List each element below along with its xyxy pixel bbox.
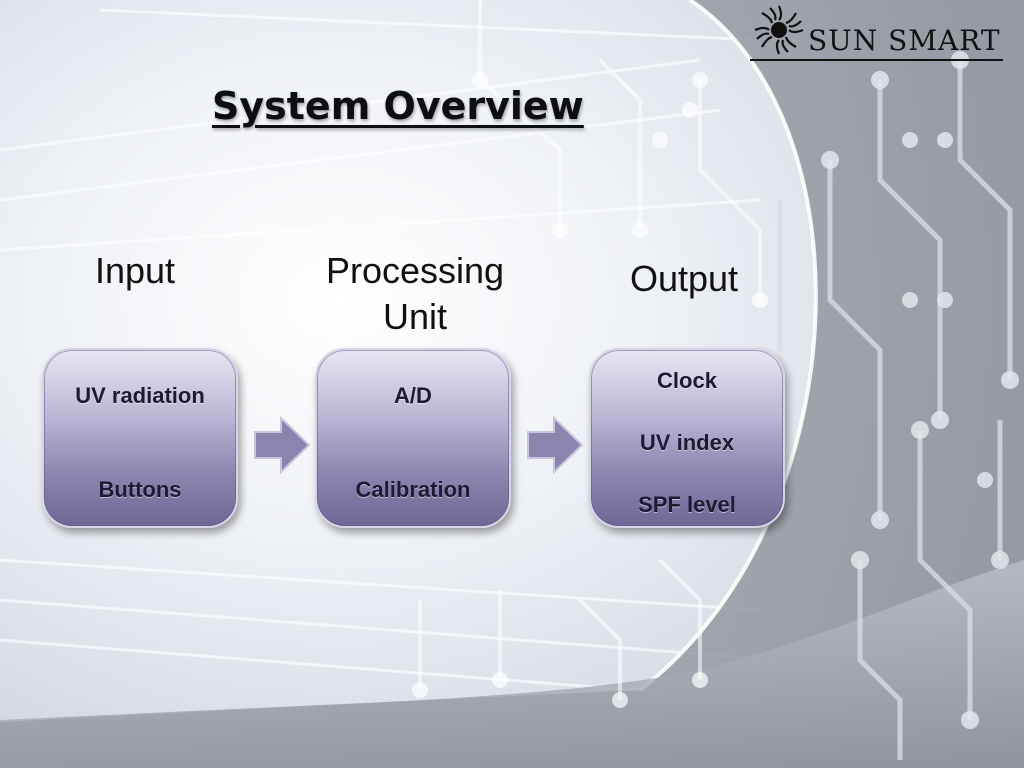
box-item: Buttons (98, 477, 182, 502)
processing-box: A/D Calibration (315, 348, 511, 528)
column-label-output: Output (604, 256, 764, 302)
right-arrow-icon (254, 416, 311, 474)
column-label-input: Input (60, 248, 210, 294)
box-item: UV index (639, 430, 735, 455)
output-box: Clock UV index SPF level (589, 348, 785, 528)
box-item: Clock (657, 368, 717, 393)
box-item: Calibration (355, 477, 471, 502)
column-label-processing: Processing Unit (300, 248, 530, 340)
column-label-line: Unit (382, 296, 448, 337)
column-label-line: Processing (325, 250, 505, 291)
sun-burst-icon (754, 5, 804, 55)
brand-underline (750, 59, 1003, 61)
brand-logo-text: SUN SMART (808, 24, 1001, 57)
box-item: A/D (394, 383, 432, 408)
input-box: UV radiation Buttons (42, 348, 238, 528)
column-label-line: Input (94, 250, 176, 291)
right-arrow-icon (527, 416, 584, 474)
box-item: UV radiation (75, 383, 205, 408)
box-item: SPF level (638, 492, 736, 517)
column-label-line: Output (629, 258, 739, 299)
slide-title: System Overview (212, 84, 584, 128)
